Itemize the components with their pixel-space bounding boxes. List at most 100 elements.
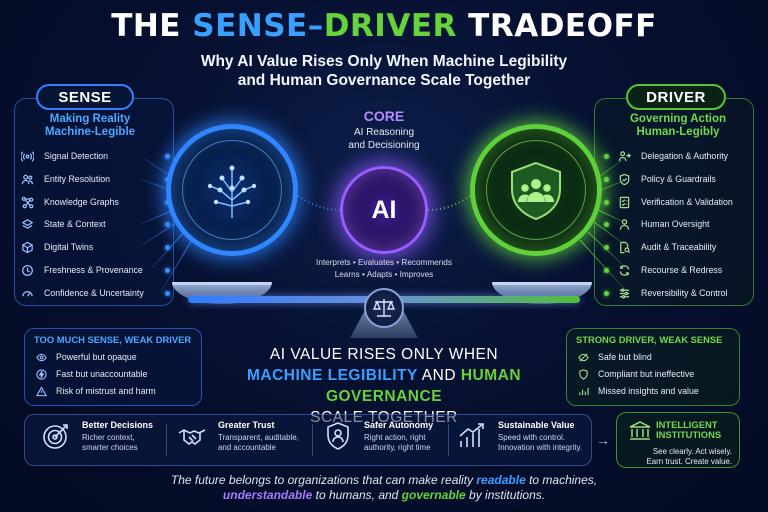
core-capabilities-line2: Learns • Adapts • Improves [334,270,434,279]
footer-text: by institutions. [465,488,546,502]
subtitle-line1: Why AI Value Rises Only When Machine Leg… [200,53,568,70]
core-capabilities-line1: Interprets • Evaluates • Recommends [316,258,452,267]
item-label: Compliant but ineffective [598,369,695,379]
institution-building-icon [629,421,651,440]
lightning-icon [34,368,48,380]
institutions-sub-line1: See clearly. Act wisely. [652,447,732,456]
benefit-desc-line2: smarter choices [82,443,138,452]
institutions-title-line2: INSTITUTIONS [656,429,722,440]
driver-item-label: Delegation & Authority [641,151,729,161]
sense-item-label: Knowledge Graphs [44,197,119,207]
footer-statement: The future belongs to organizations that… [0,473,768,503]
driver-ring-inner [486,140,586,240]
clock-icon [20,263,34,277]
core-subtitle-line2: and Decisioning [348,140,420,151]
item-label: Missed insights and value [598,386,699,396]
connector-dot [165,153,170,159]
eye-icon [34,352,48,363]
intelligent-institutions-box [616,412,740,468]
too-much-sense-item: Fast but unaccountable [34,367,147,381]
driver-item-label: Reversibility & Control [641,288,728,298]
sense-item-label: Digital Twins [44,242,94,252]
driver-item-audit-traceability: Audit & Traceability [604,239,754,255]
title-driver: DRIVER [323,8,457,44]
sense-label: SENSE [36,84,134,110]
benefit-divider [166,424,167,456]
sense-item-digital-twins: Digital Twins [20,239,170,255]
benefit-desc-line1: Speed with control. [498,433,566,442]
ai-label: AI [371,195,397,224]
benefit-title: Better Decisions [82,420,154,430]
core-subtitle: AI Reasoning and Decisioning [324,126,444,152]
document-search-icon [617,240,631,254]
driver-subtitle-line1: Governing Action [629,113,727,125]
connector-dot [604,221,609,227]
title-tradeoff: TRADEOFF [456,8,657,44]
connector-dot [165,244,170,250]
strong-driver-item: Missed insights and value [576,384,699,398]
page-subtitle: Why AI Value Rises Only When Machine Leg… [0,52,768,90]
center-message-machine-legibility: MACHINE LEGIBILITY [246,367,418,384]
strong-driver-title: STRONG DRIVER, WEAK SENSE [576,334,723,345]
benefit-title: Safer Autonomy [364,420,434,430]
driver-label: DRIVER [626,84,726,110]
connector-dot [604,176,609,182]
center-message-and: AND [417,367,461,384]
benefit-desc-line1: Transparent, auditable, [218,433,299,442]
balance-scale-icon [372,299,396,317]
sense-item-state-context: State & Context [20,216,170,232]
neural-tree-icon [207,165,257,218]
warning-icon [34,385,48,397]
growth-chart-icon [456,420,488,452]
connector-dot [165,267,170,273]
benefit-title: Greater Trust [218,420,275,430]
eye-slash-icon [576,352,590,363]
title-the: THE [111,8,193,44]
footer-governable: governable [401,488,466,502]
center-message-line2: MACHINE LEGIBILITY AND HUMAN GOVERNANCE [210,365,558,407]
strong-driver-box [566,328,740,406]
gauge-icon [20,286,34,300]
particle-stream [297,195,471,211]
shield-person-icon [322,420,354,452]
driver-item-label: Recourse & Redress [641,265,723,275]
connector-dot [604,290,609,296]
delegation-icon [617,149,631,163]
benefit-divider [448,424,449,456]
subtitle-line2: and Human Governance Scale Together [237,72,531,89]
handshake-icon [176,420,208,452]
refresh-icon [617,263,631,277]
sense-item-signal-detection: Signal Detection [20,148,170,164]
cube-icon [20,240,34,254]
sense-ring-inner [182,140,282,240]
core-title: CORE [363,108,405,124]
target-icon [40,420,72,452]
driver-item-delegation-authority: Delegation & Authority [604,148,754,164]
layers-icon [20,217,34,231]
footer-text: to machines, [525,473,598,487]
strong-driver-item: Safe but blind [576,350,652,364]
core-subtitle-line1: AI Reasoning [353,127,415,138]
sense-item-confidence-uncertainty: Confidence & Uncertainty [20,285,170,301]
scale-badge [364,288,404,328]
item-label: Risk of mistrust and harm [56,386,156,396]
sense-subtitle-line2: Machine-Legible [44,126,136,138]
center-message-line1: AI VALUE RISES ONLY WHEN [269,346,499,363]
too-much-sense-title: TOO MUCH SENSE, WEAK DRIVER [34,334,192,345]
sense-item-label: Entity Resolution [44,174,111,184]
sense-item-label: Confidence & Uncertainty [44,288,144,298]
benefit-desc-line2: authority, right time [364,443,431,452]
connector-dot [165,221,170,227]
too-much-sense-item: Risk of mistrust and harm [34,384,156,398]
title-sense: SENSE [192,8,308,44]
page-title: THE SENSE–DRIVER TRADEOFF [0,8,768,44]
item-label: Fast but unaccountable [56,369,148,379]
arrow-icon: → [596,432,610,448]
driver-item-label: Audit & Traceability [641,242,717,252]
shield-icon [576,368,590,380]
bar-chart-icon [576,386,590,397]
